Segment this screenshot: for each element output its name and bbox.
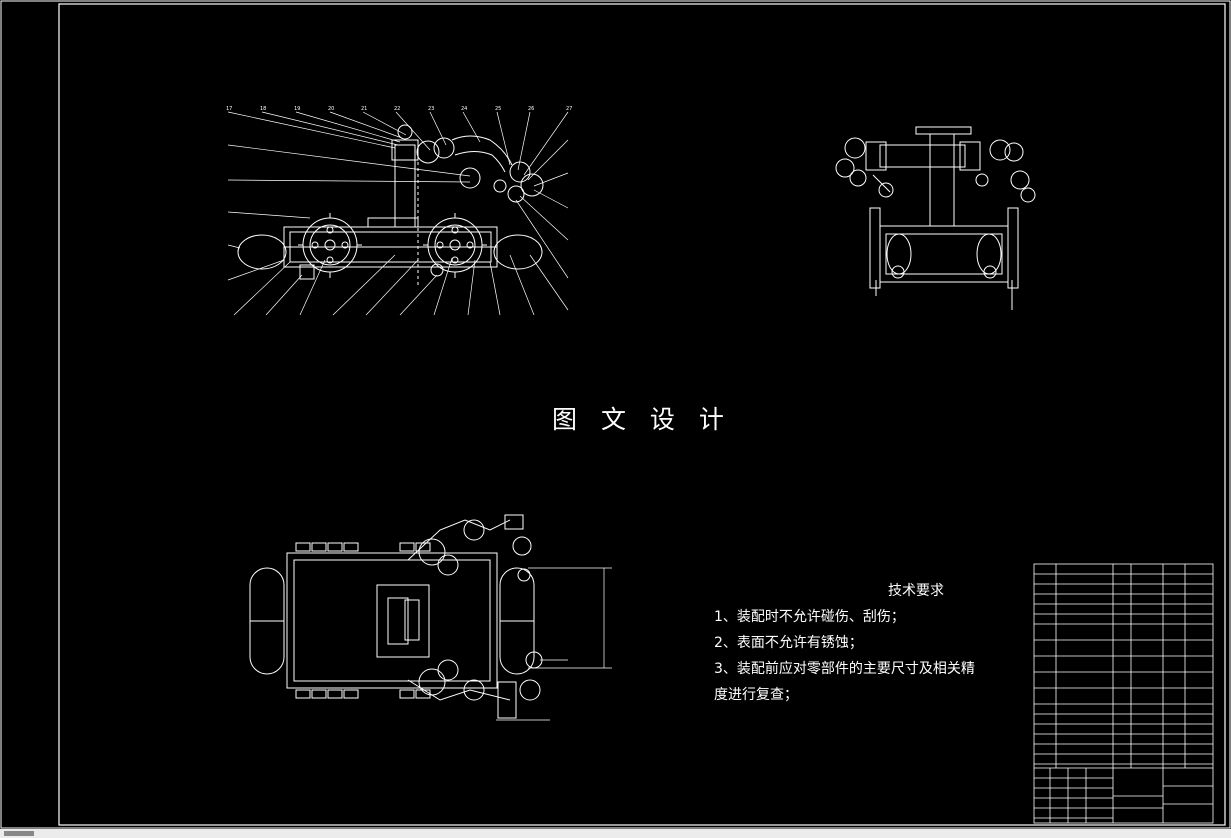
tech-requirement-3: 3、装配前应对零部件的主要尺寸及相关精 (714, 661, 975, 677)
svg-text:27: 27 (566, 106, 572, 112)
status-strip (0, 829, 1231, 838)
svg-text:21: 21 (361, 106, 367, 112)
svg-text:18: 18 (260, 106, 266, 112)
watermark-text: 图 文 设 计 (552, 405, 732, 434)
tech-requirements-title: 技术要求 (888, 583, 944, 599)
svg-text:22: 22 (394, 106, 400, 112)
svg-text:19: 19 (294, 106, 300, 112)
tech-requirement-3-cont: 度进行复查； (714, 687, 798, 703)
side-view (835, 126, 1036, 310)
tech-requirement-2: 2、表面不允许有锈蚀； (714, 635, 863, 651)
drawing-border (58, 3, 1226, 826)
svg-text:17: 17 (226, 106, 232, 112)
status-indicator (4, 831, 34, 836)
svg-text:26: 26 (528, 106, 534, 112)
svg-text:24: 24 (461, 106, 467, 112)
svg-text:20: 20 (328, 106, 334, 112)
svg-text:25: 25 (495, 106, 501, 112)
bom-table (1033, 563, 1214, 824)
tech-requirement-1: 1、装配时不允许碰伤、刮伤； (714, 609, 905, 625)
svg-text:23: 23 (428, 106, 434, 112)
top-view (249, 514, 612, 721)
front-view: 17 18 19 20 21 22 23 24 25 26 27 (226, 106, 572, 316)
